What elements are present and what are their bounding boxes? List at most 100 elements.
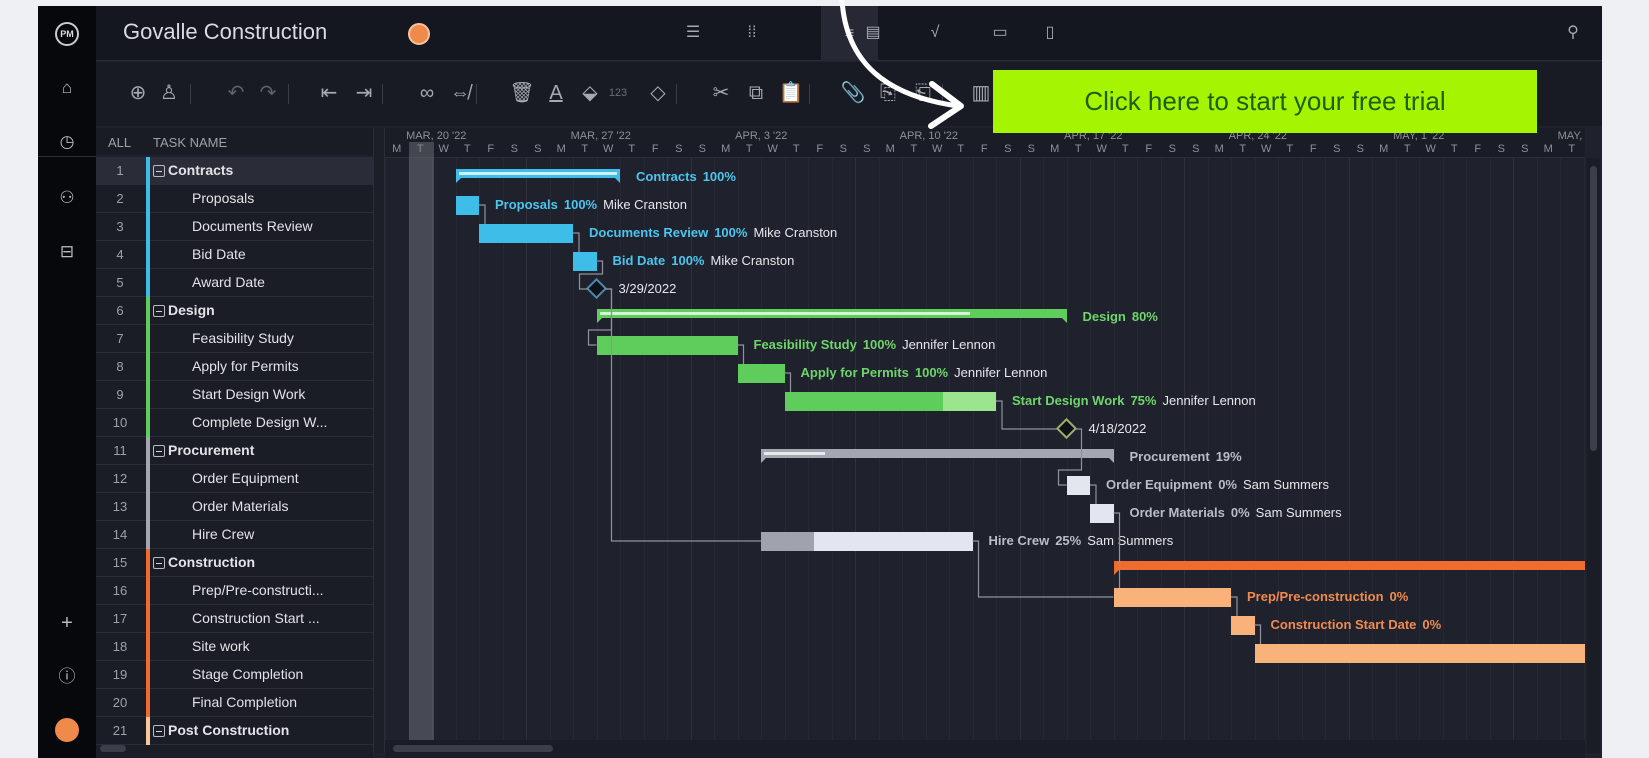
free-trial-button[interactable]: Click here to start your free trial	[993, 70, 1537, 133]
summary-bar[interactable]	[455, 169, 620, 183]
copy-icon[interactable]: ⧉	[748, 82, 764, 104]
dependency-link[interactable]	[1254, 624, 1262, 644]
add-task-icon[interactable]: ⊕	[129, 82, 147, 104]
users-icon[interactable]: ⚇	[59, 188, 75, 207]
numbering-button[interactable]: 123	[608, 87, 628, 99]
task-bar[interactable]	[455, 196, 479, 215]
dashboard-view-icon[interactable]: √	[930, 24, 940, 41]
add-icon[interactable]: +	[61, 612, 73, 634]
help-icon[interactable]: ⓘ	[58, 667, 76, 686]
task-bar[interactable]	[1066, 476, 1090, 495]
task-bar[interactable]	[737, 364, 785, 383]
columns-icon[interactable]: ▥	[971, 82, 991, 104]
indent-icon[interactable]: ⇥	[355, 82, 373, 104]
dependency-link[interactable]	[1113, 512, 1121, 588]
summary-bar[interactable]	[596, 309, 1067, 323]
milestone-icon[interactable]: ◇	[650, 82, 666, 104]
dependency-link[interactable]	[605, 288, 762, 542]
collapse-toggle-icon[interactable]	[153, 557, 165, 569]
select-all-column[interactable]: ALL	[108, 135, 132, 150]
user-avatar[interactable]	[55, 718, 79, 742]
board-view-icon[interactable]: ⁞⁞	[747, 24, 757, 41]
pm-logo-icon[interactable]: PM	[38, 20, 96, 46]
scroll-thumb[interactable]	[100, 745, 126, 752]
task-bar[interactable]	[596, 336, 738, 355]
dependency-link[interactable]	[737, 344, 745, 364]
dependency-link[interactable]	[996, 400, 1058, 430]
fill-color-icon[interactable]: ⬙	[582, 82, 598, 104]
briefcase-icon[interactable]: ⊟	[59, 242, 75, 261]
sheet-view-icon[interactable]: ▤	[865, 24, 881, 41]
vertical-scroll-thumb[interactable]	[1590, 166, 1597, 451]
files-view-icon[interactable]: ▯	[1045, 24, 1055, 41]
task-name-column[interactable]: TASK NAME	[153, 135, 228, 150]
dependency-link[interactable]	[1231, 596, 1238, 616]
collapse-toggle-icon[interactable]	[153, 445, 165, 457]
dependency-link[interactable]	[587, 288, 613, 346]
search-icon[interactable]: ⚲	[1567, 24, 1579, 41]
task-bar[interactable]	[1231, 616, 1255, 635]
paste-icon[interactable]: 📋	[778, 82, 804, 104]
collapse-toggle-icon[interactable]	[153, 725, 165, 737]
attachment-icon[interactable]: 📎	[840, 82, 866, 104]
assign-user-icon[interactable]: ♙	[160, 82, 178, 104]
task-bar[interactable]	[761, 532, 973, 551]
task-bar[interactable]	[1113, 588, 1231, 607]
collapse-toggle-icon[interactable]	[153, 165, 165, 177]
scroll-thumb[interactable]	[393, 745, 553, 752]
redo-icon[interactable]: ↷	[259, 82, 277, 104]
clock-icon[interactable]: ◷	[59, 132, 75, 151]
dependency-link[interactable]	[1057, 428, 1083, 486]
cut-icon[interactable]: ✂	[712, 82, 730, 104]
dependency-link[interactable]	[578, 260, 604, 290]
gantt-horizontal-scrollbar[interactable]	[385, 740, 1585, 758]
trash-icon[interactable]: 🗑	[509, 82, 535, 104]
project-title[interactable]: Govalle Construction	[123, 19, 328, 44]
export-icon[interactable]: ⎗	[915, 82, 931, 104]
dependency-link[interactable]	[784, 372, 792, 392]
project-avatar[interactable]	[408, 23, 430, 45]
outdent-icon[interactable]: ⇤	[320, 82, 338, 104]
dependency-link[interactable]	[1090, 484, 1097, 504]
task-bar[interactable]	[784, 392, 996, 411]
calendar-view-icon[interactable]: ▭	[992, 24, 1008, 41]
link-icon[interactable]: ∞	[419, 82, 435, 104]
text-color-icon[interactable]: A	[549, 82, 563, 104]
undo-icon[interactable]: ↶	[227, 82, 245, 104]
pane-splitter[interactable]	[373, 128, 385, 753]
task-bar[interactable]	[1090, 504, 1114, 523]
dependency-link[interactable]	[479, 204, 486, 224]
import-icon[interactable]: ⎘	[880, 82, 896, 104]
summary-bar[interactable]	[1113, 561, 1585, 575]
task-bar[interactable]	[573, 252, 597, 271]
list-view-icon[interactable]: ☰	[685, 24, 701, 41]
summary-bar[interactable]	[761, 449, 1114, 463]
home-icon[interactable]: ⌂	[61, 78, 73, 97]
task-bar[interactable]	[1254, 644, 1585, 663]
dependency-link[interactable]	[573, 232, 580, 252]
task-bar[interactable]	[479, 224, 573, 243]
dependency-link[interactable]	[972, 540, 1114, 598]
collapse-toggle-icon[interactable]	[153, 305, 165, 317]
